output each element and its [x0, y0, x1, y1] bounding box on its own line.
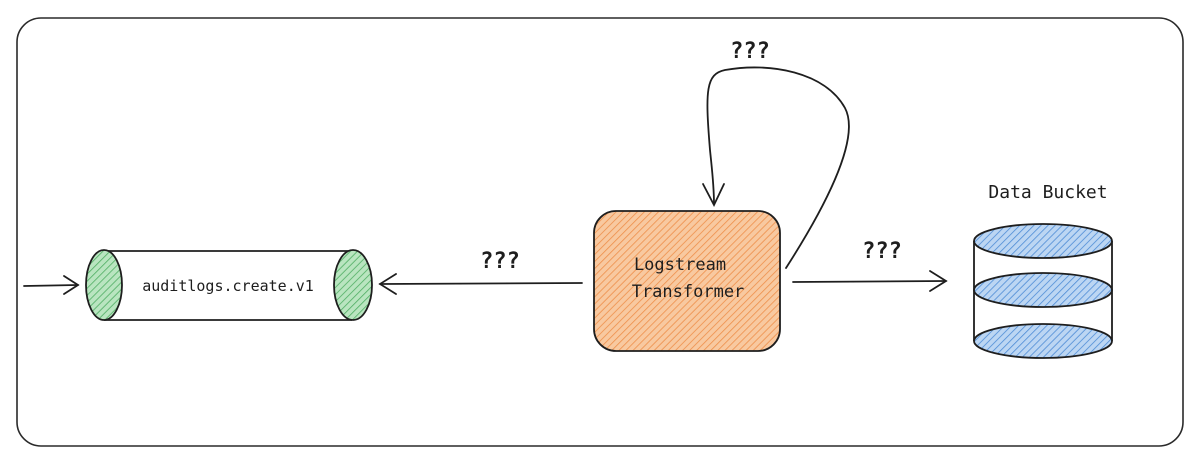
- incoming-arrow: [23, 275, 80, 295]
- topic-pipe: auditlogs.create.v1: [85, 249, 373, 321]
- pipe-right-end: [333, 249, 373, 321]
- data-bucket: Data Bucket: [973, 182, 1113, 359]
- self-loop-arrow: [702, 66, 850, 269]
- pipe-label: auditlogs.create.v1: [142, 277, 314, 295]
- transformer-to-pipe-arrow: [378, 273, 583, 295]
- pipe-left-end: [85, 249, 123, 321]
- bucket-bottom-layer: [973, 323, 1113, 359]
- transformer-label-line2: Transformer: [632, 282, 745, 302]
- diagram-frame: [16, 17, 1184, 447]
- question-label-right: ???: [862, 239, 902, 264]
- bucket-middle-layer: [973, 272, 1113, 308]
- transformer-label-line1: Logstream: [634, 255, 726, 275]
- question-label-left: ???: [480, 249, 520, 274]
- bucket-label: Data Bucket: [988, 182, 1107, 203]
- bucket-top-layer: [973, 223, 1113, 259]
- logstream-transformer: Logstream Transformer: [593, 210, 781, 352]
- transformer-to-bucket-arrow: [792, 270, 948, 292]
- question-label-loop: ???: [730, 39, 770, 64]
